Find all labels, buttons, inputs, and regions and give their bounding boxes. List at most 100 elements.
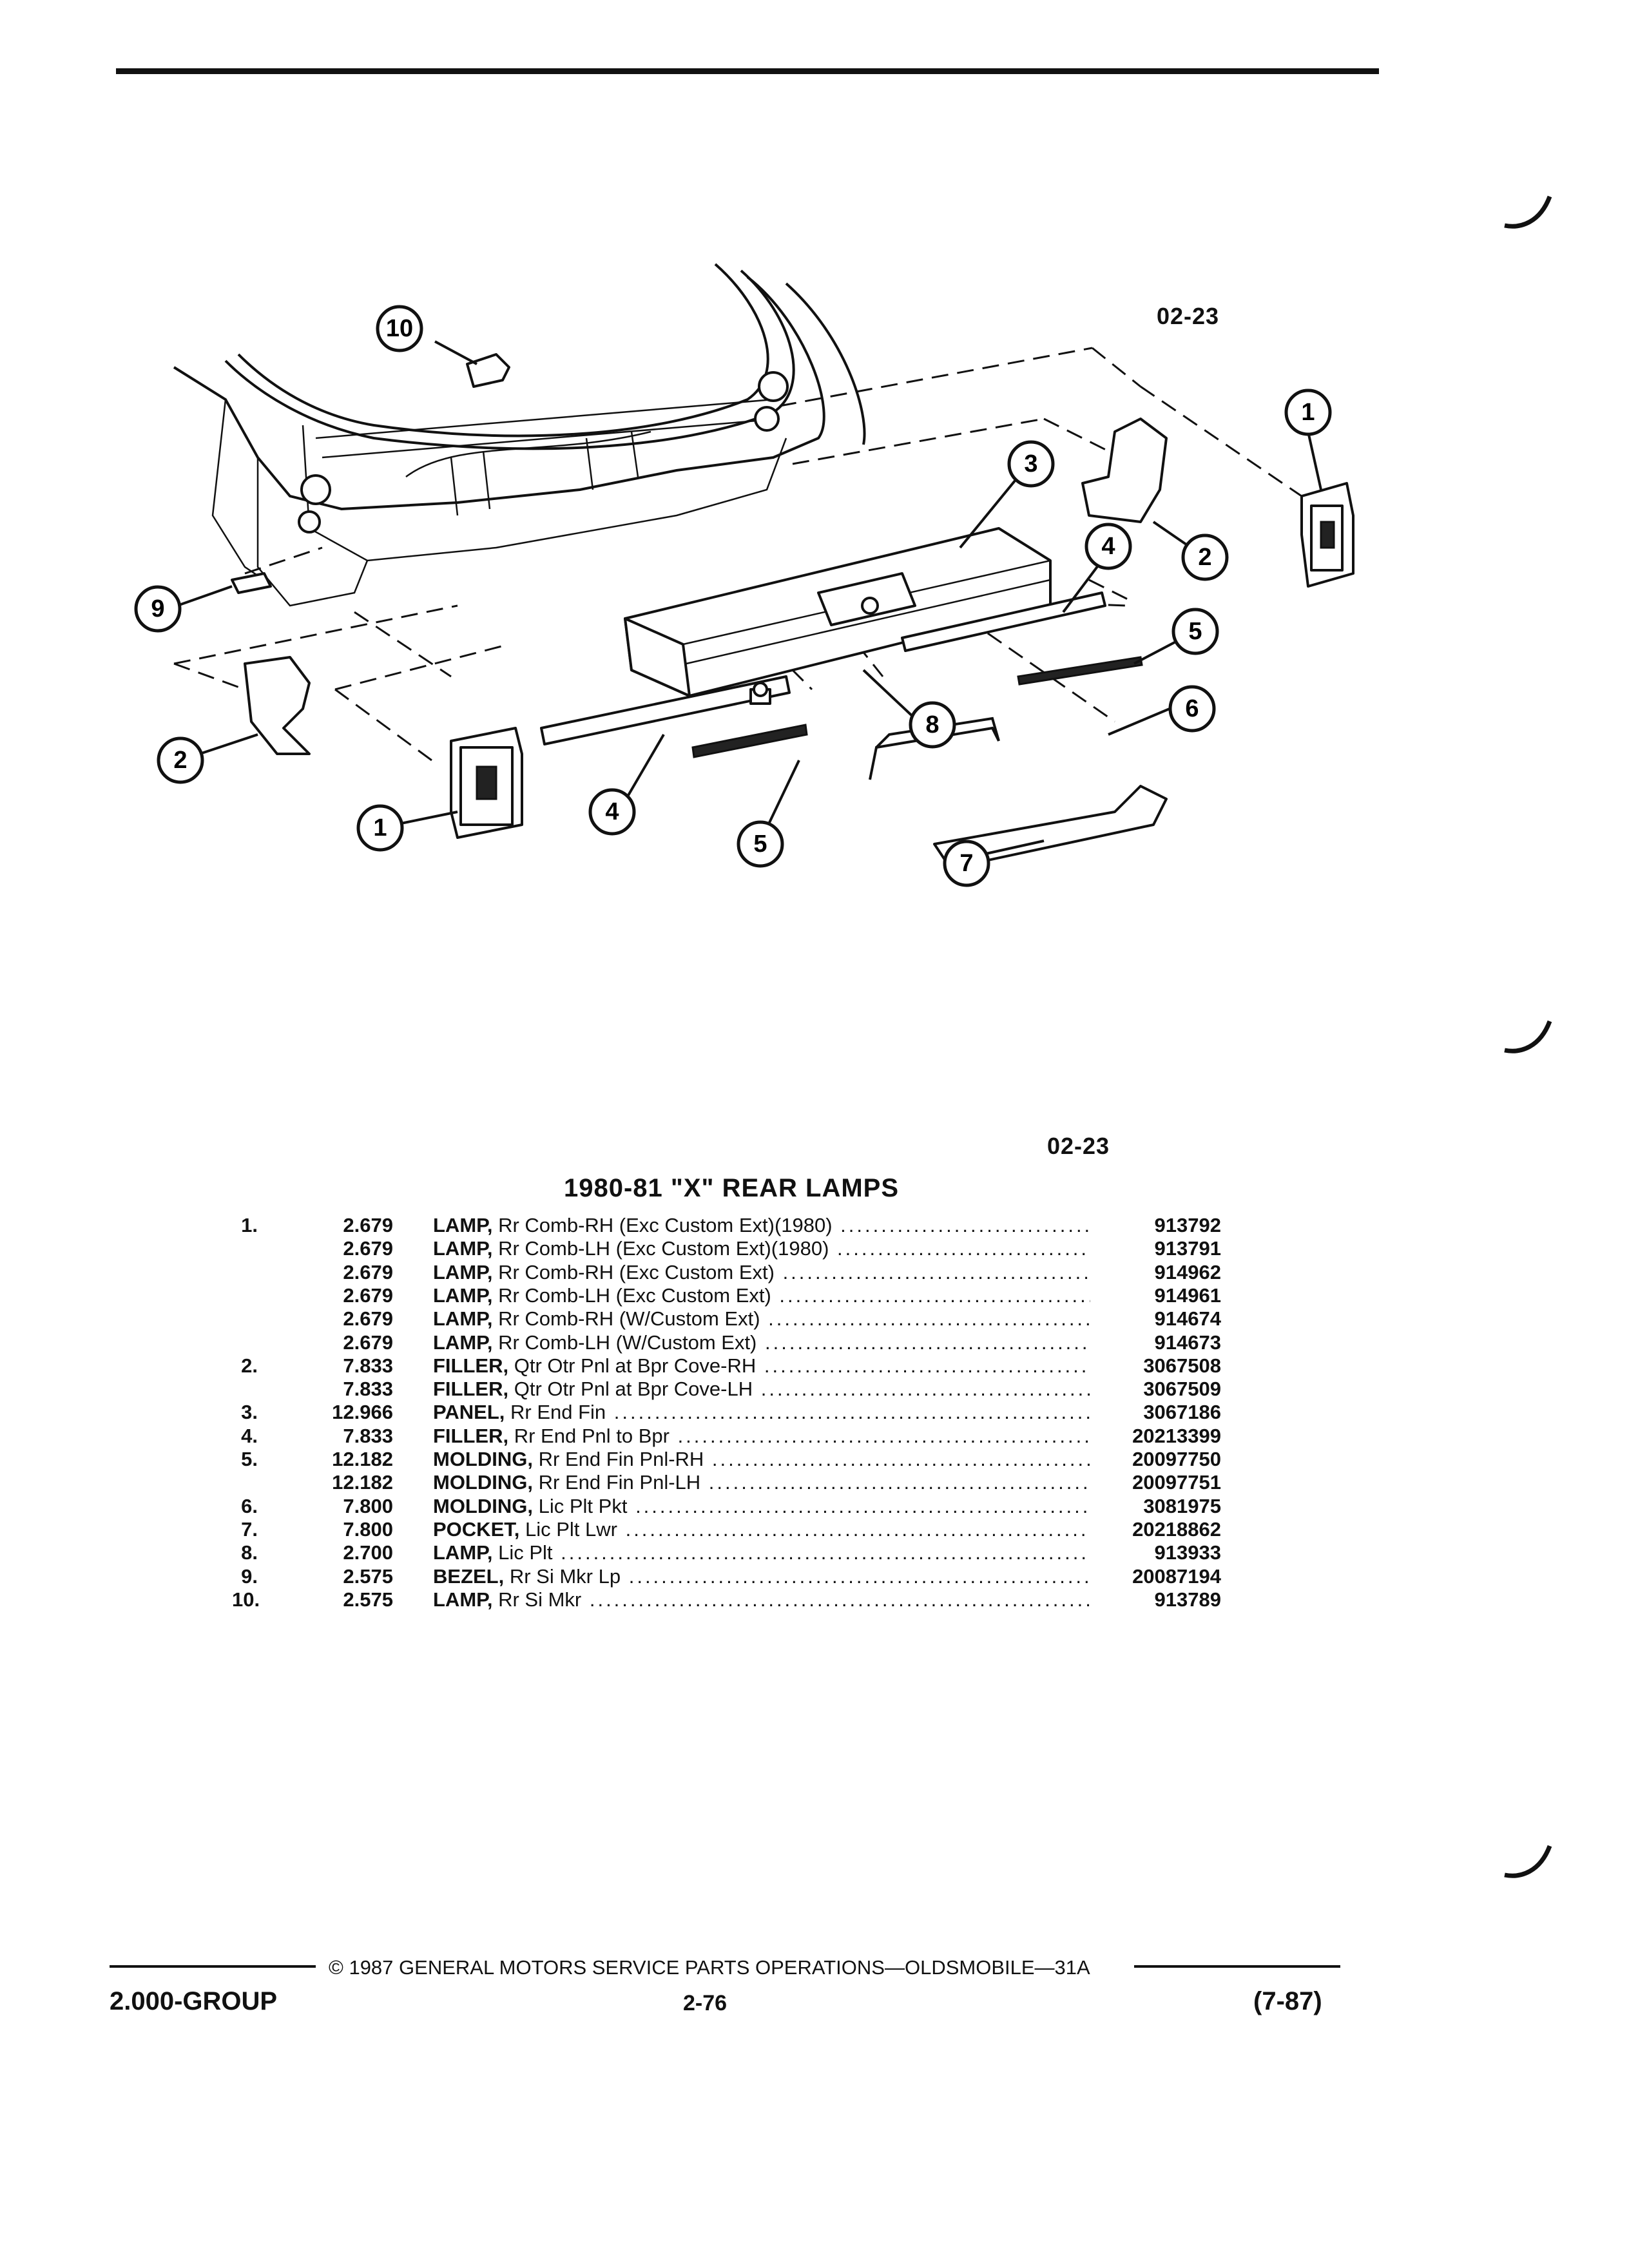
part-number: 20218862 (1132, 1517, 1221, 1541)
leader-dots: ........................................… (711, 1448, 1090, 1470)
part-number: 3067508 (1143, 1354, 1221, 1377)
side-marker-bezel (231, 572, 272, 594)
part-description: FILLER, Qtr Otr Pnl at Bpr Cove-LH .....… (433, 1378, 1090, 1401)
leader-dots: ........................................… (782, 1260, 1090, 1283)
callout-5-left: 5 (737, 820, 784, 868)
svg-text:8: 8 (925, 711, 939, 738)
part-name: LAMP, (433, 1283, 493, 1307)
callout-2-left: 2 (157, 736, 204, 784)
page-title: 1980-81 "X" REAR LAMPS (563, 1174, 900, 1202)
leader-dots: ........................................… (561, 1541, 1090, 1564)
filler-strip-left (540, 675, 791, 745)
svg-text:5: 5 (753, 831, 767, 858)
top-rule (116, 68, 1379, 74)
svg-text:7: 7 (959, 850, 973, 877)
part-detail: Lic Plt (498, 1541, 553, 1564)
part-name: LAMP, (433, 1588, 493, 1611)
filler-strip-right (901, 591, 1106, 652)
part-name: PANEL, (433, 1401, 505, 1424)
parts-list-row: 7.833 FILLER, Qtr Otr Pnl at Bpr Cove-LH … (0, 1378, 1629, 1401)
callout-3: 3 (1007, 440, 1055, 488)
svg-text:9: 9 (151, 595, 164, 622)
part-name: LAMP, (433, 1541, 493, 1564)
ref-number: 4. (241, 1424, 258, 1447)
group-number: 7.833 (343, 1424, 393, 1447)
part-name: LAMP, (433, 1214, 493, 1236)
leader-dots: ........................................… (625, 1517, 1090, 1541)
parts-list-row: 4. 7.833 FILLER, Rr End Pnl to Bpr .......… (0, 1425, 1629, 1448)
margin-mark (1504, 195, 1552, 229)
leader-dots: ........................................… (765, 1331, 1090, 1354)
margin-mark (1504, 1845, 1552, 1878)
part-description: BEZEL, Rr Si Mkr Lp ....................… (433, 1565, 1090, 1588)
part-name: FILLER, (433, 1378, 509, 1401)
footer-copyright: © 1987 GENERAL MOTORS SERVICE PARTS OPER… (329, 1956, 1090, 1979)
ref-number: 7. (241, 1517, 258, 1541)
part-name: LAMP, (433, 1260, 493, 1283)
group-number: 2.575 (343, 1564, 393, 1588)
svg-text:2: 2 (173, 747, 187, 774)
svg-text:2: 2 (1198, 544, 1211, 571)
group-number: 2.700 (343, 1541, 393, 1564)
molding-right (1017, 656, 1143, 686)
svg-text:5: 5 (1188, 618, 1202, 645)
group-number: 2.679 (343, 1237, 393, 1260)
leader-dots: ........................................… (760, 1378, 1090, 1401)
group-number: 7.833 (343, 1378, 393, 1401)
part-detail: Rr Comb-RH (Exc Custom Ext) (498, 1260, 775, 1283)
leader-dots: ........................................… (589, 1588, 1090, 1611)
exploded-parts-diagram: 10 1 3 2 4 5 9 6 8 2 7 1 4 5 (134, 263, 1354, 887)
part-name: MOLDING, (433, 1471, 533, 1494)
leader-dots: ........................................… (677, 1424, 1090, 1447)
filler-left (244, 656, 311, 755)
callout-8: 8 (909, 701, 956, 749)
callout-10: 10 (376, 305, 423, 352)
leader-dots: ........................................… (768, 1307, 1090, 1331)
rear-lamp-left (450, 727, 523, 839)
part-detail: Rr End Fin Pnl-LH (538, 1471, 701, 1494)
part-name: LAMP, (433, 1307, 493, 1331)
part-detail: Rr Comb-LH (Exc Custom Ext)(1980) (498, 1237, 829, 1260)
part-detail: Rr Comb-LH (Exc Custom Ext) (498, 1283, 771, 1307)
part-number: 20087194 (1132, 1564, 1221, 1588)
part-number: 914674 (1154, 1307, 1221, 1331)
footer-group: 2.000-GROUP (110, 1987, 278, 2015)
svg-text:4: 4 (605, 798, 619, 825)
footer-rule-right (1134, 1965, 1340, 1968)
part-detail: Lic Plt Lwr (525, 1517, 617, 1541)
part-detail: Rr Si Mkr Lp (509, 1564, 621, 1588)
part-description: LAMP, Rr Si Mkr ........................… (433, 1588, 1090, 1611)
group-number: 2.679 (343, 1331, 393, 1354)
callout-4-right: 4 (1084, 523, 1132, 570)
ref-number: 3. (241, 1401, 258, 1424)
callout-9: 9 (134, 585, 182, 633)
part-description: LAMP, Rr Comb-LH (Exc Custom Ext) ......… (433, 1284, 1090, 1307)
ref-number: 8. (241, 1541, 258, 1564)
group-number: 7.833 (343, 1354, 393, 1377)
part-number: 20097751 (1132, 1471, 1221, 1494)
part-detail: Lic Plt Pkt (538, 1494, 628, 1517)
group-number: 2.679 (343, 1283, 393, 1307)
part-description: PANEL, Rr End Fin ......................… (433, 1401, 1090, 1424)
part-description: FILLER, Rr End Pnl to Bpr ..............… (433, 1425, 1090, 1448)
part-detail: Rr Comb-RH (W/Custom Ext) (498, 1307, 760, 1331)
leader-dots: ........................................… (635, 1494, 1090, 1517)
filler-right (1081, 418, 1168, 523)
part-number: 914961 (1154, 1283, 1221, 1307)
part-name: POCKET, (433, 1517, 520, 1541)
part-name: FILLER, (433, 1354, 509, 1377)
parts-list-row: 8. 2.700 LAMP, Lic Plt ...................… (0, 1541, 1629, 1564)
group-number: 2.679 (343, 1307, 393, 1331)
svg-text:6: 6 (1185, 695, 1199, 722)
part-description: MOLDING, Rr End Fin Pnl-LH .............… (433, 1471, 1090, 1494)
leader-dots: ........................................… (613, 1401, 1090, 1424)
part-description: LAMP, Lic Plt ..........................… (433, 1541, 1090, 1564)
leader-dots: ........................................… (779, 1283, 1090, 1307)
part-number: 913789 (1154, 1588, 1221, 1611)
